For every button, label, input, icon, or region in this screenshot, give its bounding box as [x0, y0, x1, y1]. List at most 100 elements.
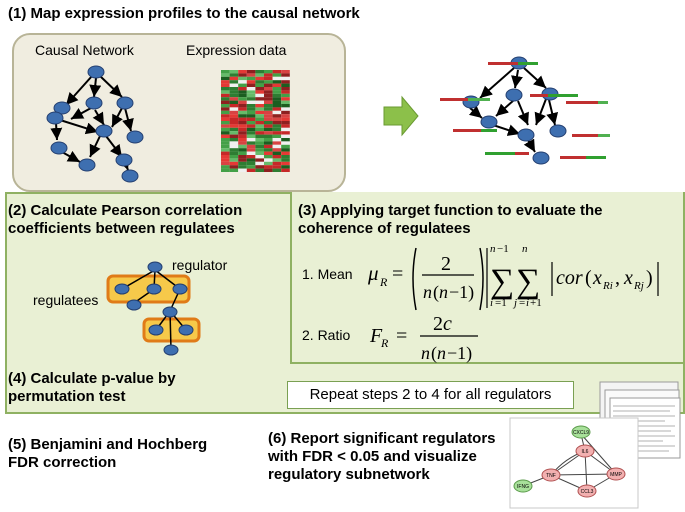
- heatmap-cell: [255, 138, 264, 142]
- heatmap-cell: [238, 151, 247, 155]
- heatmap-cell: [229, 100, 239, 104]
- heatmap-cell: [264, 93, 273, 98]
- svg-text:2: 2: [433, 313, 443, 335]
- heatmap-cell: [238, 158, 247, 162]
- heatmap-cell: [281, 107, 290, 111]
- heatmap-cell: [272, 107, 282, 111]
- heatmap-cell: [255, 107, 264, 111]
- heatmap-cell: [246, 73, 256, 77]
- heatmap-cell: [221, 158, 230, 162]
- heatmap-cell: [229, 117, 239, 121]
- network-node: [532, 151, 550, 165]
- heatmap-cell: [255, 151, 264, 155]
- heatmap-cell: [272, 127, 282, 132]
- heatmap-cell: [281, 87, 290, 91]
- heatmap-cell: [255, 87, 264, 91]
- heatmap-cell: [255, 97, 264, 101]
- heatmap-cell: [246, 124, 256, 128]
- svg-text:x: x: [623, 267, 633, 289]
- heatmap-cell: [229, 134, 239, 138]
- subnetwork-node-label: MMP: [610, 472, 622, 478]
- heatmap-cell: [264, 127, 273, 132]
- network-node: [78, 158, 96, 172]
- heatmap-cell: [264, 148, 273, 152]
- heatmap-cell: [238, 70, 247, 74]
- heatmap-cell: [264, 151, 273, 155]
- heatmap-cell: [238, 90, 247, 94]
- svg-text:Ri: Ri: [602, 280, 613, 292]
- heatmap-cell: [264, 107, 273, 111]
- heatmap-cell: [264, 100, 273, 104]
- heatmap-cell: [221, 134, 230, 138]
- heatmap-cell: [255, 100, 264, 104]
- svg-text:F: F: [369, 325, 383, 347]
- heatmap-cell: [281, 76, 290, 81]
- heatmap-cell: [246, 83, 256, 87]
- heatmap-cell: [281, 134, 290, 138]
- heatmap-cell: [281, 141, 290, 145]
- heatmap-cell: [272, 93, 282, 98]
- mapped-network-graph: [468, 67, 559, 153]
- heatmap-cell: [272, 131, 282, 135]
- heatmap-cell: [255, 73, 264, 77]
- mean-formula: μ R = 2 n ( n −1) n −1 ∑ i =1 n ∑ j = i …: [367, 243, 659, 311]
- regulator-subgraph: [106, 261, 201, 356]
- causal-network-nodes: [46, 65, 144, 183]
- svg-text:R: R: [379, 275, 388, 289]
- repeat-note: Repeat steps 2 to 4 for all regulators: [287, 381, 574, 409]
- heatmap-cell: [229, 114, 239, 118]
- heatmap-cell: [255, 121, 264, 125]
- heatmap-cell: [272, 138, 282, 142]
- network-node: [462, 95, 480, 109]
- heatmap-cell: [238, 165, 247, 169]
- svg-text:=1: =1: [495, 297, 507, 309]
- svg-text:i: i: [490, 297, 493, 309]
- heatmap-cell: [238, 138, 247, 142]
- heatmap-cell: [229, 110, 239, 115]
- heatmap-cell: [229, 148, 239, 152]
- heatmap-cell: [246, 151, 256, 155]
- heatmap-cell: [281, 155, 290, 159]
- regulatee-node: [146, 283, 162, 295]
- heatmap-cell: [255, 141, 264, 145]
- subnetwork-node: [513, 479, 533, 493]
- heatmap-cell: [255, 70, 264, 74]
- svg-text:+1: +1: [530, 297, 542, 309]
- heatmap-cell: [246, 100, 256, 104]
- heatmap-cell: [229, 87, 239, 91]
- heatmap-cell: [272, 114, 282, 118]
- heatmap-cell: [255, 158, 264, 162]
- network-node: [87, 65, 105, 79]
- mean-label: 1. Mean: [302, 266, 353, 282]
- svg-text:n: n: [437, 343, 446, 363]
- svg-text:(: (: [433, 282, 439, 303]
- heatmap-cell: [255, 110, 264, 115]
- heatmap-cell: [246, 161, 256, 166]
- svg-text:=: =: [519, 297, 525, 309]
- heatmap-cell: [272, 90, 282, 94]
- heatmap-cell: [281, 151, 290, 155]
- heatmap-cell: [246, 158, 256, 162]
- heatmap-cell: [229, 76, 239, 81]
- heatmap-cell: [246, 127, 256, 132]
- heatmap-cell: [281, 70, 290, 74]
- network-node: [116, 96, 134, 110]
- svg-text:i: i: [526, 297, 529, 309]
- heatmap-cell: [264, 83, 273, 87]
- causal-network-label: Causal Network: [35, 42, 134, 58]
- heatmap-cell: [272, 73, 282, 77]
- heatmap-cell: [221, 87, 230, 91]
- heatmap-cell: [229, 70, 239, 74]
- svg-text:n: n: [423, 282, 432, 302]
- regulatee-node: [172, 283, 188, 295]
- heatmap-cell: [255, 83, 264, 87]
- svg-text:∑: ∑: [516, 263, 540, 300]
- svg-text:n: n: [421, 343, 430, 363]
- heatmap-cell: [255, 90, 264, 94]
- heatmap-cell: [255, 148, 264, 152]
- heatmap-cell: [281, 127, 290, 132]
- svg-text:−1): −1): [449, 282, 474, 303]
- heatmap-cell: [238, 97, 247, 101]
- heatmap-cell: [246, 138, 256, 142]
- heatmap-cell: [238, 168, 247, 172]
